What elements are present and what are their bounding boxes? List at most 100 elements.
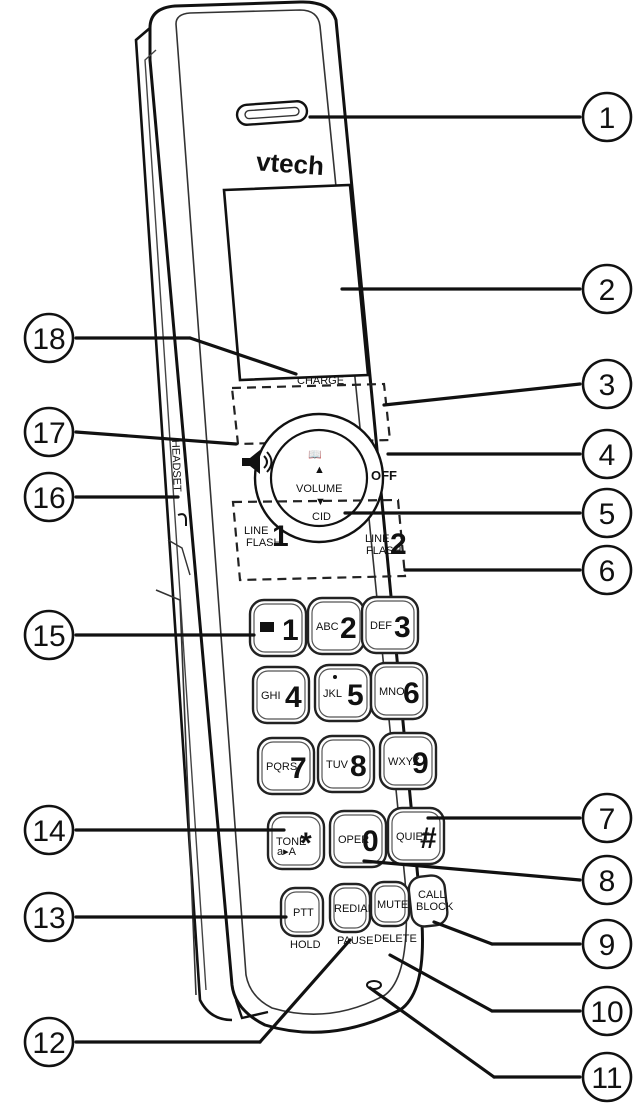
- redial-key[interactable]: REDIAL: [328, 882, 374, 934]
- callout-9: 9: [581, 918, 633, 970]
- key-letters: PQRS: [266, 761, 297, 773]
- callout-1: 1: [581, 91, 633, 143]
- flash1-label: FLASH: [246, 537, 282, 549]
- key-1[interactable]: 1: [248, 598, 308, 658]
- svg-text:12: 12: [32, 1027, 65, 1060]
- line2-label: LINE: [365, 533, 389, 545]
- callout-6: 6: [581, 544, 633, 596]
- display-screen: [222, 183, 370, 382]
- line1-digit: 1: [272, 520, 289, 553]
- key-letters: QUIET: [396, 831, 430, 843]
- callout-11: 11: [581, 1051, 633, 1103]
- callout-3: 3: [581, 358, 633, 410]
- volume-down-arrow: ▼: [315, 496, 326, 508]
- key-digit: 8: [350, 750, 367, 783]
- callout-2: 2: [581, 263, 633, 315]
- voicemail-icon: [260, 622, 274, 632]
- svg-text:REDIAL: REDIAL: [334, 903, 374, 915]
- softkeys-region[interactable]: [230, 382, 392, 446]
- key-star[interactable]: TONE*a▸A: [266, 811, 326, 871]
- speaker-icon[interactable]: [242, 450, 273, 474]
- svg-text:MUTE: MUTE: [377, 899, 408, 911]
- key-letters: TUV: [326, 759, 349, 771]
- callout-16: 16: [23, 471, 75, 523]
- key-letters: ABC: [316, 621, 339, 633]
- svg-text:7: 7: [599, 803, 616, 836]
- svg-text:6: 6: [599, 555, 616, 588]
- callout-15: 15: [23, 609, 75, 661]
- callout-10: 10: [581, 985, 633, 1037]
- key-pound[interactable]: QUIET#: [386, 806, 446, 866]
- key-digit: 2: [340, 612, 357, 645]
- delete-label: DELETE: [374, 933, 417, 945]
- svg-text:9: 9: [599, 929, 616, 962]
- charge-label: CHARGE: [297, 375, 344, 387]
- key-digit: 5: [347, 679, 364, 712]
- callout-13: 13: [23, 891, 75, 943]
- svg-text:5: 5: [599, 498, 616, 531]
- tone-sub-label: a▸A: [277, 846, 297, 858]
- callout-17: 17: [23, 406, 75, 458]
- key-letters: DEF: [370, 620, 392, 632]
- line2-digit: 2: [390, 528, 407, 561]
- brand-logo: vtech: [255, 146, 325, 181]
- svg-text:10: 10: [590, 996, 623, 1029]
- svg-text:1: 1: [599, 102, 616, 135]
- svg-text:15: 15: [32, 620, 65, 653]
- mute-key[interactable]: MUTE: [369, 880, 411, 928]
- key-letters: WXYZ: [388, 756, 420, 768]
- pause-label: PAUSE: [337, 935, 373, 947]
- key-digit: 4: [285, 681, 302, 714]
- line-keys-region[interactable]: [231, 498, 407, 582]
- phonebook-icon: 📖: [308, 449, 322, 461]
- callout-12: 12: [23, 1016, 75, 1068]
- call-block-key[interactable]: CALL BLOCK: [407, 874, 454, 928]
- callout-18: 18: [23, 312, 75, 364]
- key-digit: 7: [290, 752, 307, 785]
- off-label[interactable]: OFF: [371, 468, 397, 483]
- headset-jack-icon: [177, 513, 187, 526]
- svg-text:3: 3: [599, 369, 616, 402]
- ptt-key[interactable]: PTT: [279, 886, 325, 938]
- volume-label: VOLUME: [296, 483, 342, 495]
- svg-text:17: 17: [32, 417, 65, 450]
- key-letters: TONE: [276, 836, 306, 848]
- line1-label: LINE: [244, 525, 268, 537]
- headset-label: HEADSET: [169, 440, 183, 493]
- svg-text:11: 11: [591, 1062, 622, 1095]
- svg-text:CALL: CALL: [418, 889, 446, 901]
- svg-text:8: 8: [599, 865, 616, 898]
- callout-14: 14: [23, 804, 75, 856]
- hold-label: HOLD: [290, 939, 321, 951]
- key-digit: 6: [403, 677, 420, 710]
- volume-up-arrow: ▲: [314, 464, 325, 476]
- svg-text:2: 2: [599, 274, 616, 307]
- callout-5: 5: [581, 487, 633, 539]
- key-digit: #: [420, 822, 437, 855]
- earpiece: [235, 100, 309, 126]
- key-digit: *: [300, 827, 312, 860]
- key-4[interactable]: GHI 4: [251, 665, 311, 725]
- key-letters: OPER: [338, 834, 369, 846]
- key5-dot: [333, 675, 337, 679]
- key-digit: 0: [362, 825, 379, 858]
- key-letters: MNO: [379, 686, 405, 698]
- cid-label: CID: [312, 511, 331, 523]
- callout-4: 4: [581, 428, 633, 480]
- key-letters: GHI: [261, 690, 281, 702]
- leader-lines: [74, 115, 582, 1079]
- svg-text:4: 4: [599, 439, 616, 472]
- key-digit: 9: [412, 747, 429, 780]
- svg-text:16: 16: [32, 482, 65, 515]
